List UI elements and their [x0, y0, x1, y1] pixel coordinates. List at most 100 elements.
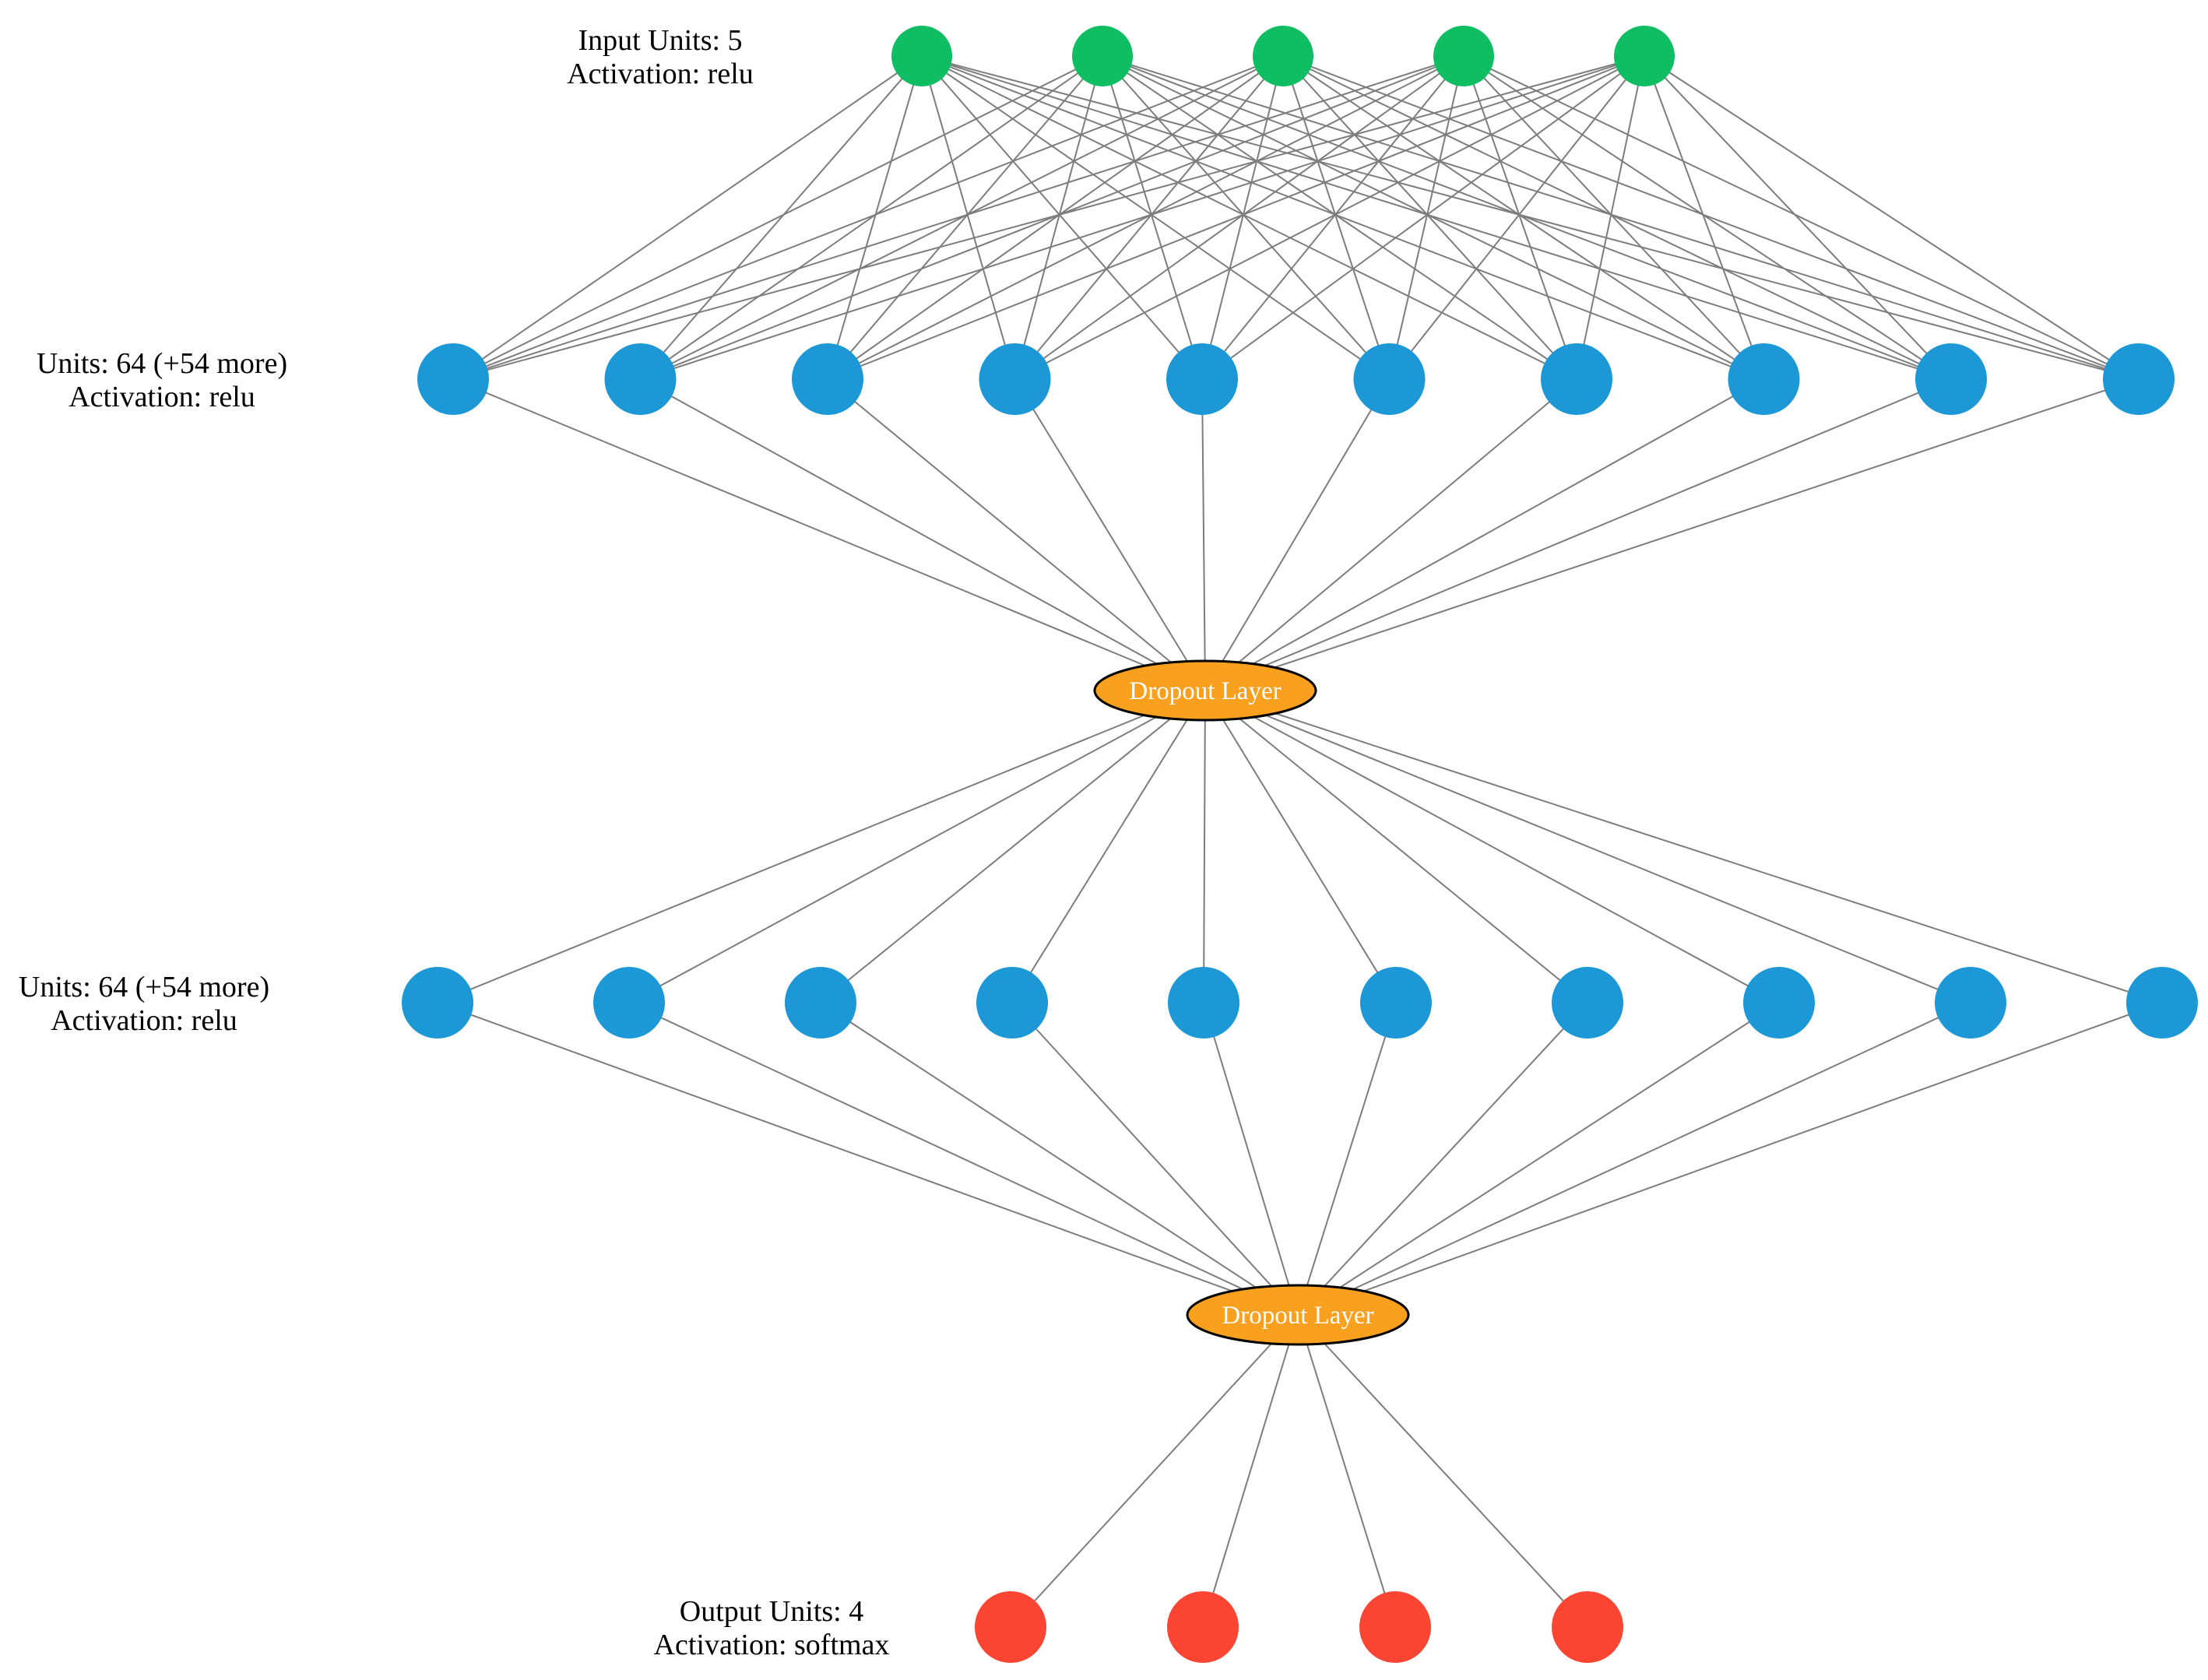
edge-hidden2-to-dropout2 — [1297, 1002, 1588, 1316]
edge-input-to-hidden1 — [1201, 55, 1645, 380]
edge-input-to-hidden1 — [640, 55, 1645, 380]
hidden1-layer-caption: Units: 64 (+54 more)Activation: relu — [37, 347, 287, 413]
edge-input-to-hidden1 — [452, 55, 1284, 380]
hidden2-layer-caption: Units: 64 (+54 more)Activation: relu — [19, 971, 269, 1037]
hidden1-neuron-node — [1915, 343, 1987, 415]
edge-input-to-hidden1 — [1463, 55, 1765, 380]
edge-hidden1-to-dropout1 — [1204, 378, 1577, 691]
edge-hidden2-to-dropout2 — [1203, 1002, 1299, 1316]
dropout2-ellipse — [1186, 1284, 1410, 1346]
edge-input-to-hidden1 — [1282, 55, 2139, 380]
edge-hidden2-to-dropout2 — [1297, 1002, 1780, 1316]
input-caption-line-1: Input Units: 5 — [578, 24, 742, 57]
edge-input-to-hidden1 — [1102, 55, 1764, 380]
hidden1-neuron-node — [979, 343, 1051, 415]
input-neuron-node — [891, 26, 952, 86]
edge-hidden2-to-dropout2 — [437, 1002, 1299, 1316]
edge-input-to-hidden1 — [827, 55, 1464, 380]
input-neuron-node — [1433, 26, 1494, 86]
edge-input-to-hidden1 — [1282, 55, 1577, 380]
input-layer-nodes — [891, 26, 1675, 86]
edge-dropout1-to-hidden2 — [1204, 690, 1971, 1003]
edges-layer — [437, 55, 2163, 1628]
edge-dropout2-to-output — [1202, 1314, 1299, 1628]
edge-input-to-hidden1 — [452, 55, 1464, 380]
dropout2-group: Dropout Layer — [1186, 1284, 1410, 1346]
edge-input-to-hidden1 — [921, 55, 1577, 380]
hidden2-neuron-node — [976, 967, 1048, 1039]
edge-input-to-hidden1 — [921, 55, 1203, 380]
edge-input-to-hidden1 — [827, 55, 1103, 380]
hidden2-neuron-node — [593, 967, 665, 1039]
edge-input-to-hidden1 — [639, 55, 923, 380]
dropout2-label: Dropout Layer — [1222, 1302, 1373, 1330]
edge-input-to-hidden1 — [639, 55, 1103, 380]
hidden2-neuron-node — [402, 967, 473, 1039]
edge-input-to-hidden1 — [1102, 55, 1391, 380]
edge-dropout1-to-hidden2 — [1203, 690, 1206, 1003]
edge-input-to-hidden1 — [921, 55, 1016, 380]
edge-input-to-hidden1 — [827, 55, 1284, 380]
hidden2-neuron-node — [1743, 967, 1815, 1039]
edge-input-to-hidden1 — [1644, 55, 2139, 380]
dropout1-group: Dropout Layer — [1093, 659, 1317, 722]
edge-input-to-hidden1 — [452, 55, 923, 380]
hidden1-neuron-node — [417, 343, 489, 415]
edge-input-to-hidden1 — [1014, 55, 1464, 380]
hidden2-neuron-node — [785, 967, 856, 1039]
edge-input-to-hidden1 — [1644, 55, 1952, 380]
edge-hidden1-to-dropout1 — [452, 378, 1206, 691]
edge-dropout1-to-hidden2 — [1204, 690, 1588, 1003]
output-caption-line-1: Output Units: 4 — [680, 1595, 863, 1628]
edge-input-to-hidden1 — [452, 55, 1103, 380]
output-neuron-node — [975, 1591, 1046, 1663]
edge-dropout1-to-hidden2 — [1204, 690, 1397, 1003]
hidden2-neuron-node — [2126, 967, 2198, 1039]
input-neuron-node — [1253, 26, 1313, 86]
hidden1-neuron-node — [2103, 343, 2175, 415]
edge-hidden1-to-dropout1 — [1204, 378, 1391, 691]
edge-input-to-hidden1 — [921, 55, 1952, 380]
output-caption-line-2: Activation: softmax — [654, 1629, 890, 1661]
hidden1-layer-nodes — [417, 343, 2175, 415]
edge-input-to-hidden1 — [1102, 55, 1952, 380]
edge-input-to-hidden1 — [1463, 55, 2139, 380]
edge-input-to-hidden1 — [640, 55, 1464, 380]
edge-input-to-hidden1 — [827, 55, 923, 380]
edge-input-to-hidden1 — [1014, 55, 1284, 380]
edge-hidden2-to-dropout2 — [628, 1002, 1299, 1316]
output-neuron-node — [1552, 1591, 1623, 1663]
edge-input-to-hidden1 — [921, 55, 1391, 380]
edge-hidden1-to-dropout1 — [1014, 378, 1206, 691]
edge-input-to-hidden1 — [1282, 55, 1952, 380]
edge-input-to-hidden1 — [1102, 55, 1577, 380]
hidden2-neuron-node — [1935, 967, 2006, 1039]
edge-hidden1-to-dropout1 — [1201, 378, 1206, 691]
edge-dropout1-to-hidden2 — [1011, 690, 1206, 1003]
hidden2-layer-nodes — [402, 967, 2198, 1039]
hidden2-caption-line-2: Activation: relu — [51, 1004, 237, 1037]
edge-dropout1-to-hidden2 — [1204, 690, 1780, 1003]
output-neuron-node — [1167, 1591, 1239, 1663]
edge-input-to-hidden1 — [640, 55, 1284, 380]
hidden1-neuron-node — [1353, 343, 1426, 415]
edge-input-to-hidden1 — [1463, 55, 1577, 380]
edge-dropout1-to-hidden2 — [628, 690, 1206, 1003]
hidden1-neuron-node — [604, 343, 677, 415]
edge-input-to-hidden1 — [1014, 55, 1645, 380]
edge-input-to-hidden1 — [1576, 55, 1645, 380]
edge-hidden2-to-dropout2 — [1297, 1002, 1971, 1316]
edge-input-to-hidden1 — [1201, 55, 1284, 380]
edge-input-to-hidden1 — [921, 55, 1764, 380]
edge-input-to-hidden1 — [1388, 55, 1464, 380]
edge-dropout1-to-hidden2 — [437, 690, 1206, 1003]
edge-input-to-hidden1 — [1201, 55, 1464, 380]
edge-hidden1-to-dropout1 — [1204, 378, 2139, 691]
edge-hidden1-to-dropout1 — [827, 378, 1206, 691]
edge-input-to-hidden1 — [452, 55, 1645, 380]
hidden1-caption-line-2: Activation: relu — [69, 381, 255, 413]
